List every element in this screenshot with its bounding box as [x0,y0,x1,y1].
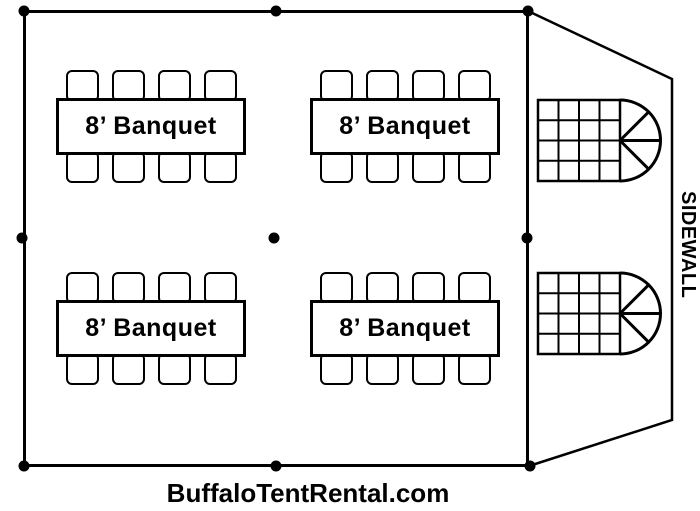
pole-dot [268,232,280,244]
chair-row-top [310,70,500,102]
extension-outline [527,9,674,468]
banquet-table: 8’ Banquet [56,300,246,357]
pole-dot [18,460,30,472]
table-label: 8’ Banquet [339,314,471,342]
chair [319,272,353,304]
sidewall-label: SIDEWALL [677,191,699,299]
pole-dots [16,5,536,472]
chair [365,353,399,385]
pole-dot [270,460,282,472]
chair-row-top [56,70,246,102]
pole-dot [270,5,282,17]
chair-row-bottom [310,151,500,183]
chair [411,151,445,183]
chair-row-bottom [56,353,246,385]
banquet-table-group-top-right: 8’ Banquet [310,70,500,183]
table-label: 8’ Banquet [85,314,217,342]
fan-lines [618,110,661,171]
chair [365,151,399,183]
banquet-table-group-bottom-right: 8’ Banquet [310,272,500,385]
pole-dot [524,460,536,472]
chair [157,151,191,183]
grid-lines [538,100,620,181]
chair [157,272,191,304]
pole-dot [521,232,533,244]
buffet-station-bottom [536,271,662,356]
chair [111,151,145,183]
chair [65,353,99,385]
chair [411,353,445,385]
pole-dot [18,5,30,17]
chair-row-bottom [310,353,500,385]
chair [157,353,191,385]
chair [203,151,237,183]
banquet-table: 8’ Banquet [310,98,500,155]
grid-lines [538,273,620,354]
table-label: 8’ Banquet [85,112,217,140]
chair [65,151,99,183]
chair [457,70,491,102]
footer-brand-text: BuffaloTentRental.com [166,478,450,508]
table-label: 8’ Banquet [339,112,471,140]
banquet-table: 8’ Banquet [56,98,246,155]
chair [319,151,353,183]
chair [203,353,237,385]
pole-dot [16,232,28,244]
pole-dot [522,5,534,17]
chair [457,151,491,183]
fan-lines [618,283,661,344]
chair [111,353,145,385]
chair-row-top [56,272,246,304]
banquet-table-group-bottom-left: 8’ Banquet [56,272,246,385]
chair-row-bottom [56,151,246,183]
chair [319,353,353,385]
banquet-table: 8’ Banquet [310,300,500,357]
buffet-station-top [536,98,662,183]
chair [457,353,491,385]
banquet-table-group-top-left: 8’ Banquet [56,70,246,183]
